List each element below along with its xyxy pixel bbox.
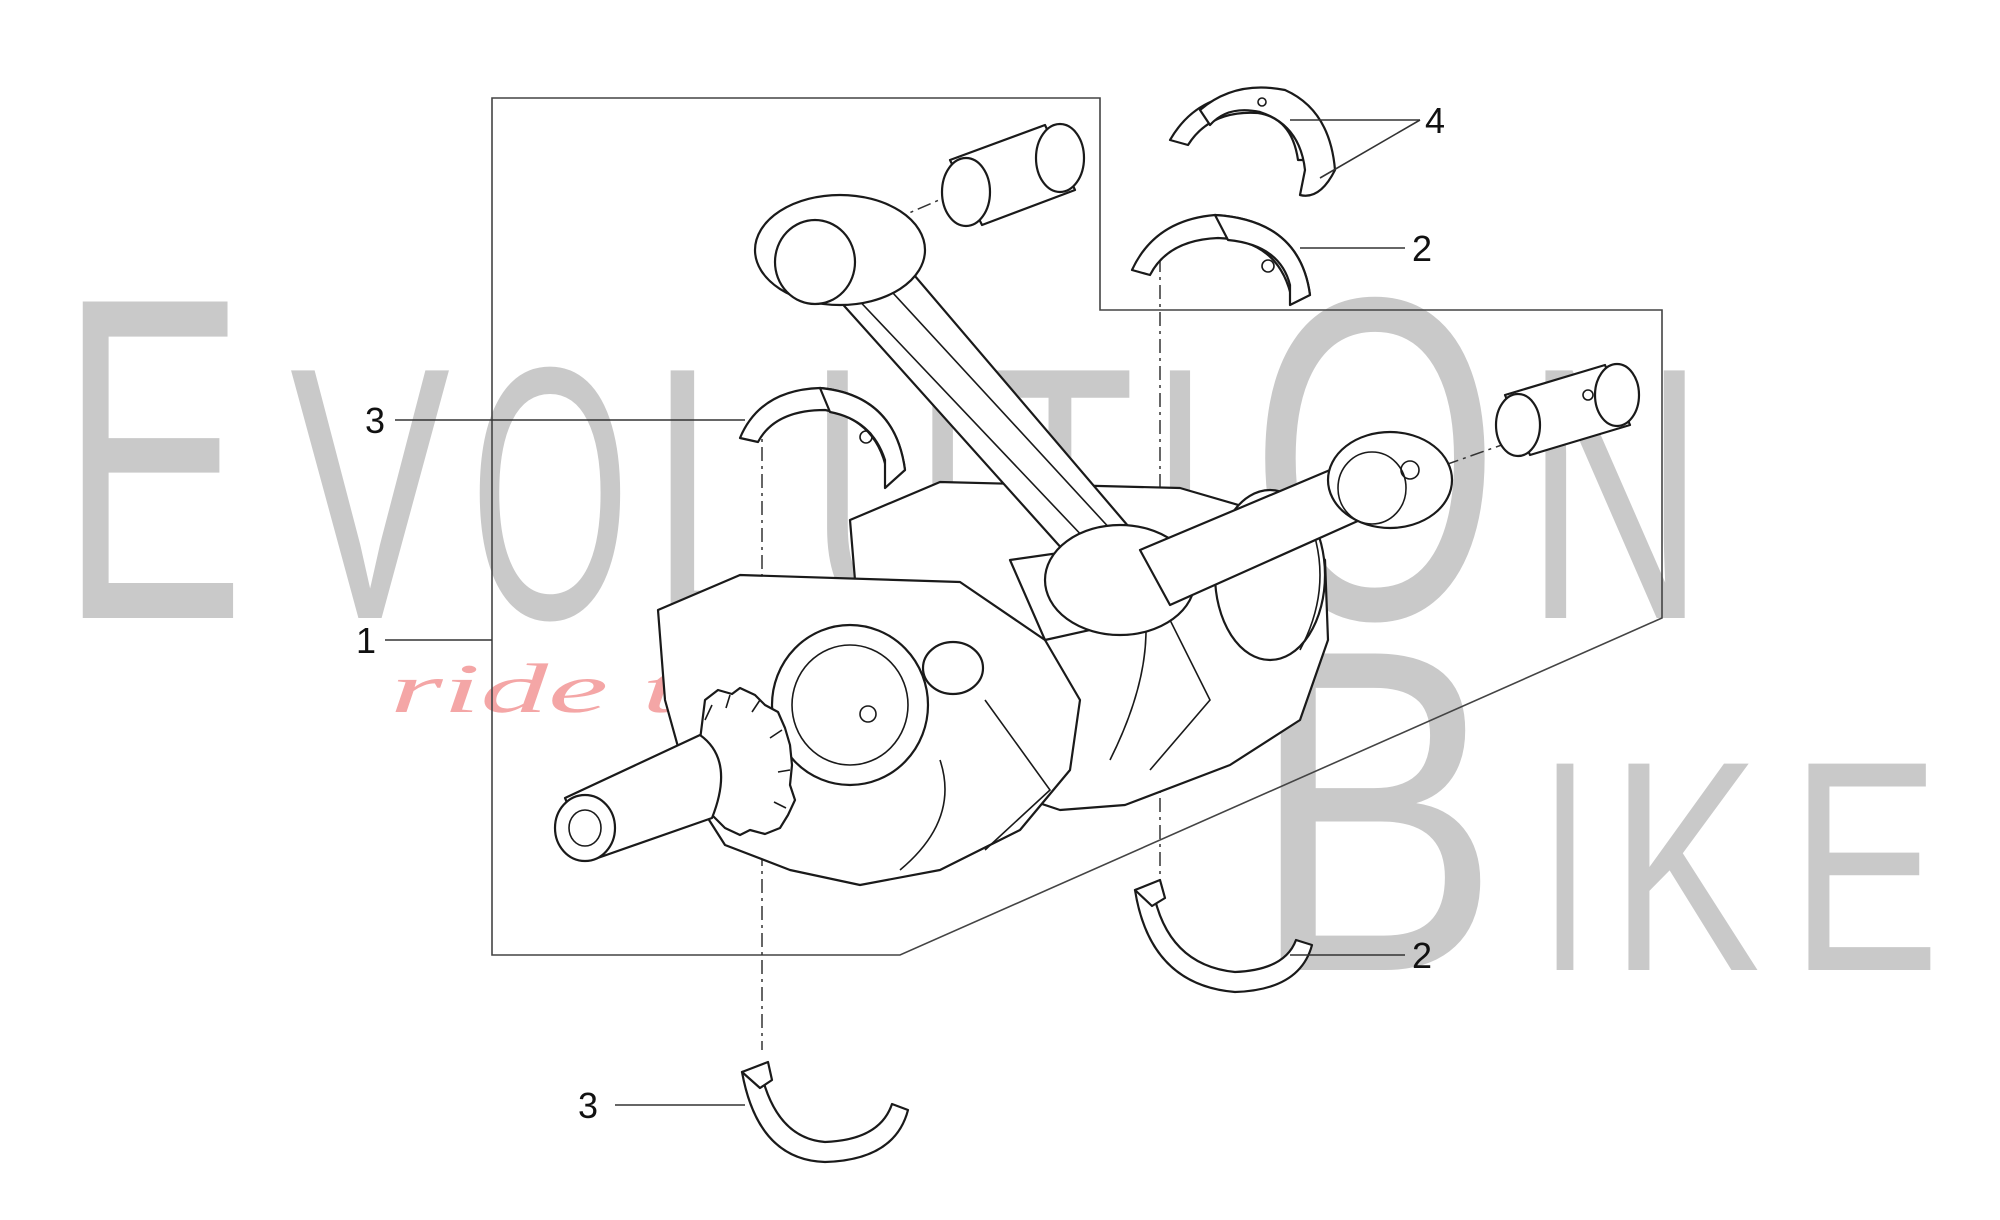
callout-2-lower: 2: [1412, 935, 1432, 976]
watermark-letter-i-small: I: [1540, 698, 1590, 1034]
secondary-rod-small-end: [1326, 430, 1454, 530]
oil-passage-hole: [921, 640, 985, 696]
small-end-bushing-right: [1494, 362, 1641, 458]
leader-lines: [385, 119, 1421, 1106]
callout-1: 1: [356, 620, 376, 661]
main-bearing-shell-upper: [1130, 213, 1312, 307]
main-bearing-upper-side: [1213, 213, 1312, 307]
secondary-rod-small-end-bore: [1337, 451, 1407, 525]
watermark-letter-e-small: E: [1790, 698, 1940, 1034]
main-bearing-shell-lower: [1133, 878, 1314, 994]
connecting-rod-beam-rib: [831, 254, 1126, 561]
thrust-washers: [1168, 86, 1337, 197]
callout-4: 4: [1425, 100, 1445, 141]
crank-web-front-shading: [899, 699, 1052, 871]
connecting-rod-secondary: [1138, 430, 1454, 607]
thrust-washer-hole: [1257, 97, 1267, 107]
small-end-bushing-left: [940, 122, 1086, 228]
main-bearing-lower-flange: [1133, 878, 1167, 908]
shaft-end-bore: [568, 809, 602, 847]
callout-3-upper: 3: [365, 400, 385, 441]
bushing-right-hole: [1582, 389, 1594, 401]
watermark-letter-v: V: [290, 293, 451, 695]
watermark-letter-k: K: [1610, 698, 1760, 1034]
callout-3-lower: 3: [578, 1085, 598, 1126]
main-bearing-lower-outer: [1133, 883, 1314, 994]
shaft-end-face: [553, 793, 617, 863]
rod-bearing-lower-flange: [740, 1060, 774, 1090]
main-journal-front: [770, 623, 930, 787]
main-bearing-upper-hole: [1261, 259, 1275, 273]
bushing-right-rear-face: [1494, 392, 1542, 458]
thrust-washer-rear: [1198, 86, 1337, 197]
rod-bearing-upper-side: [818, 386, 907, 490]
callout-labels: 1 2 2 3 3 4: [356, 100, 1445, 1126]
rod-bearing-upper-hole: [859, 430, 873, 444]
main-journal-front-inner: [791, 644, 909, 766]
callout-2-upper: 2: [1412, 228, 1432, 269]
rod-bearing-shell-upper: [738, 386, 907, 490]
bushing-left-face: [1034, 122, 1086, 194]
watermark-letter-e: E: [60, 203, 245, 716]
bushing-right-face: [1593, 362, 1641, 428]
rod-small-end-bore: [773, 218, 857, 306]
oil-hole-small: [859, 705, 877, 723]
assembly-outline-frame: [491, 97, 1663, 956]
connecting-rod: [753, 193, 1197, 637]
leader-4-b: [1319, 119, 1421, 179]
timing-gear-teeth: [704, 694, 791, 809]
bushing-left-rear-face: [940, 156, 992, 228]
watermark-letter-o: O: [470, 293, 630, 695]
rod-bearing-shell-lower: [740, 1060, 910, 1164]
secondary-rod-oil-hole: [1400, 460, 1420, 480]
watermark-letter-n: N: [1525, 293, 1705, 695]
rod-bearing-lower-outer: [740, 1066, 910, 1164]
